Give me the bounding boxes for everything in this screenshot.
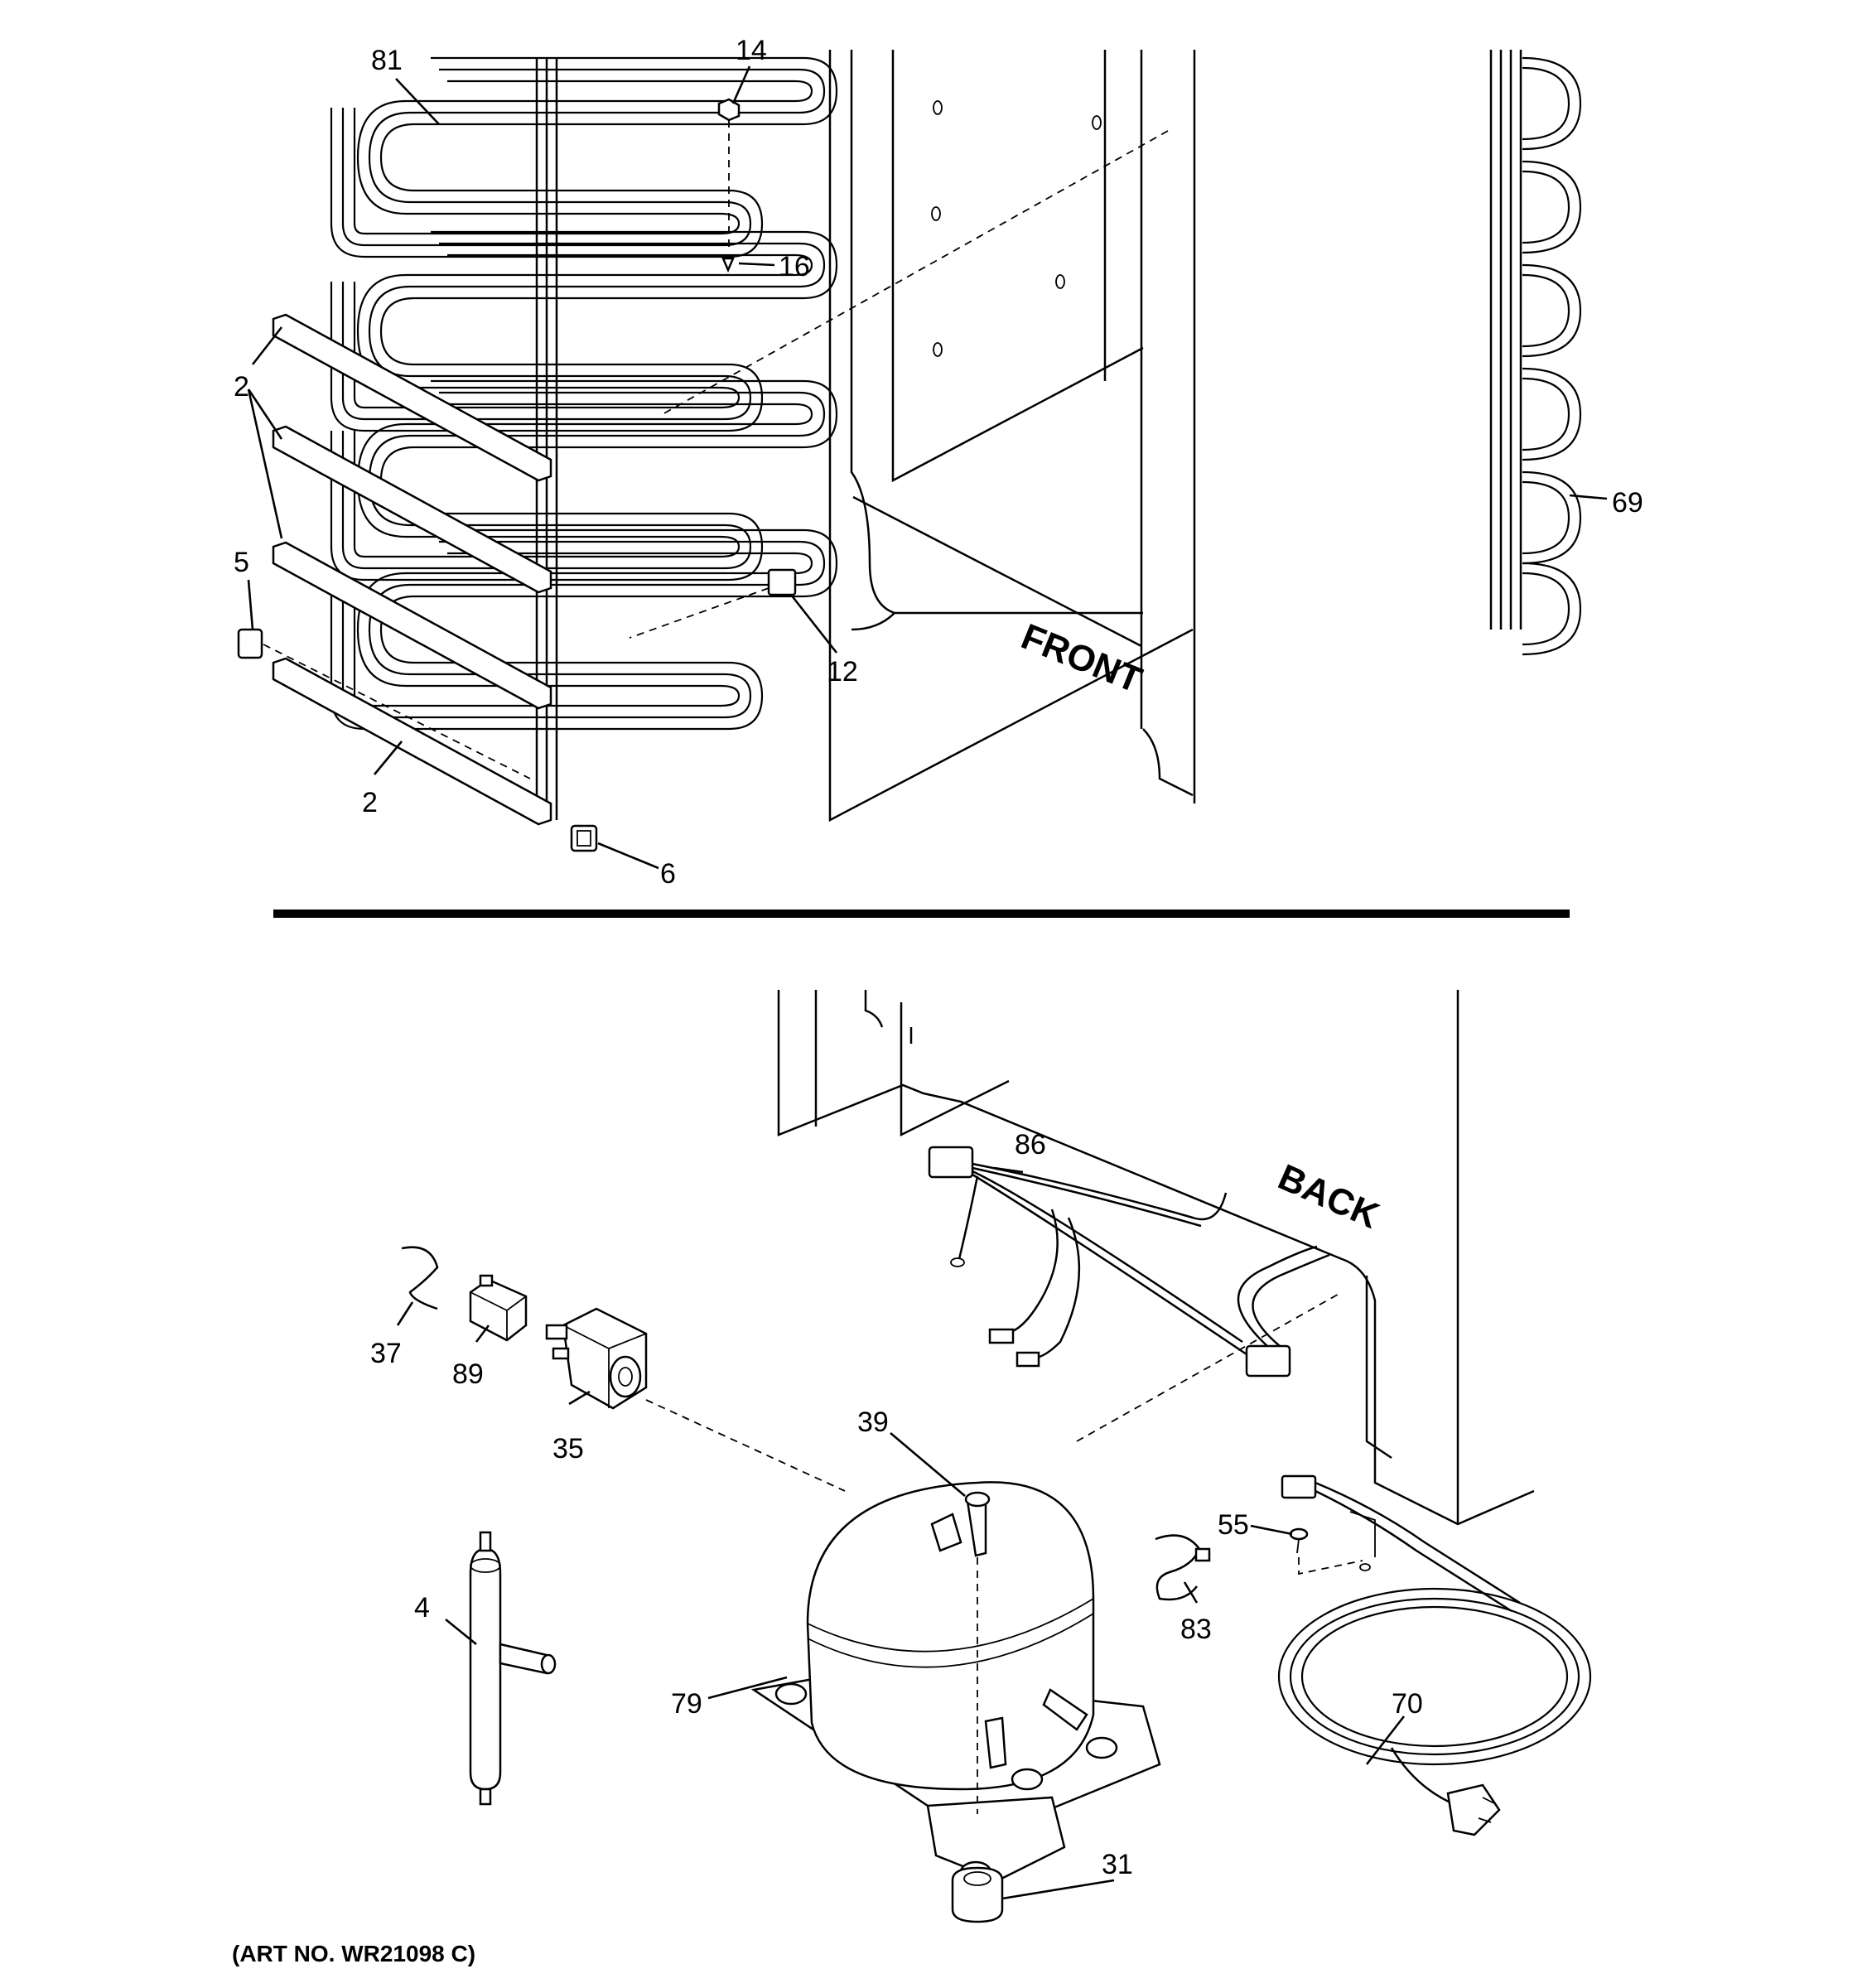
callout-89: 89 [452,1358,484,1390]
upper-leaders [247,65,1608,870]
back-label: BACK [1272,1156,1385,1237]
evaporator-coil [330,56,838,820]
callout-86: 86 [1015,1129,1046,1160]
section-divider [273,910,1570,918]
screw-16 [721,257,735,273]
callout-labels: 81 14 16 2 5 12 2 6 69 86 37 89 35 39 55… [234,35,1643,1880]
overload-protector-35 [545,1307,648,1410]
callout-4: 4 [414,1592,430,1624]
retainer-clip-5 [237,628,531,779]
callout-83: 83 [1180,1614,1212,1645]
callout-16: 16 [779,251,810,282]
power-cord-70 [1277,1474,1592,1836]
callout-37: 37 [370,1338,402,1369]
grommet-31 [951,1866,1004,1923]
callout-14: 14 [736,35,767,66]
callout-69: 69 [1612,487,1643,519]
relay-89 [469,1274,528,1342]
callout-79: 79 [671,1688,702,1720]
callout-70: 70 [1392,1688,1423,1720]
starter-alignment-line [645,1399,846,1492]
lower-leaders [396,1166,1406,1900]
callout-31: 31 [1102,1849,1133,1880]
callout-2-upper: 2 [234,371,249,403]
callout-12: 12 [827,656,858,688]
harness-alignment-line [1076,1291,1343,1442]
callout-6: 6 [660,858,676,890]
drier-4 [469,1531,557,1806]
bracket-rails [272,313,552,826]
callout-2-lower: 2 [362,787,378,818]
callout-5: 5 [234,547,249,578]
callout-55: 55 [1218,1509,1249,1541]
condenser [1489,50,1582,656]
callout-35: 35 [552,1433,584,1464]
cabinet-side-panel: FRONT [828,50,1196,823]
callout-39: 39 [857,1407,889,1438]
drain-clip-12 [629,568,797,639]
wire-clip-83 [1155,1534,1211,1601]
cabinet-back [777,990,1535,1526]
relay-clip-37 [401,1246,439,1310]
compressor-79 [750,1481,1161,1884]
wire-harness [928,1146,1330,1378]
retainer-clip-6 [570,824,598,852]
nut-14 [717,98,741,248]
coil-alignment-line [662,130,1169,415]
art-number: (ART NO. WR21098 C) [232,1941,475,1966]
screw-55 [1289,1527,1363,1575]
callout-81: 81 [371,45,403,76]
